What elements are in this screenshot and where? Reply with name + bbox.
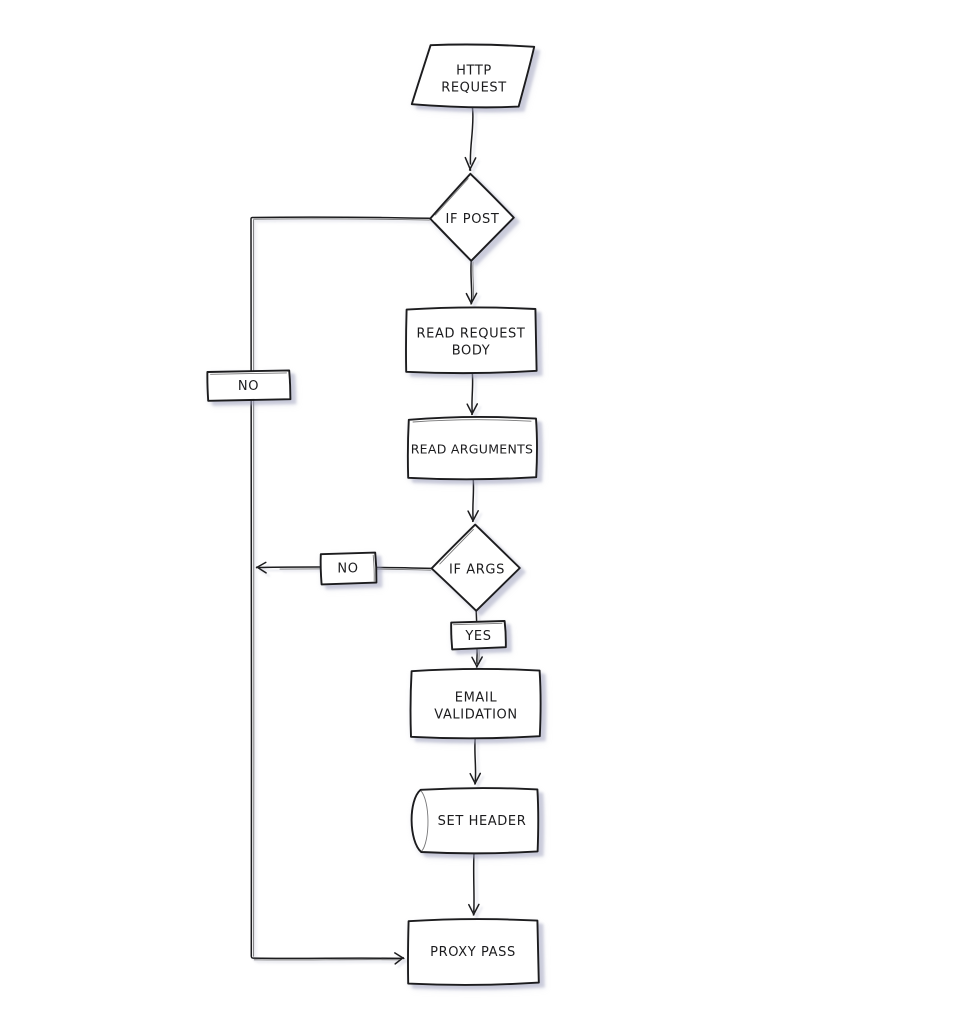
no-if-post-box-echo [210, 372, 287, 375]
connector-if-args-yes-to-email-validation [471, 610, 483, 668]
yes-box [450, 620, 507, 651]
connector-echo [472, 261, 475, 301]
http-request-label-line2: REQUEST [441, 81, 507, 96]
arrowhead-down-icon [471, 656, 483, 668]
read-arguments-shape [406, 416, 538, 481]
node-read-arguments: READ ARGUMENTS [406, 416, 538, 481]
no-if-post-label: NO [238, 379, 259, 394]
no-if-args-label: NO [337, 562, 358, 577]
read-request-body-label-line2: BODY [452, 344, 491, 359]
edge-label-no-if-args: NO [319, 551, 378, 586]
read-arguments-shape-echo [412, 419, 532, 423]
node-email-validation: EMAIL VALIDATION [409, 668, 542, 740]
connector-set-header-to-proxy-pass [468, 852, 480, 916]
node-read-request-body: READ REQUEST BODY [405, 306, 538, 375]
arrowhead-down-icon [466, 403, 479, 416]
http-request-shape [410, 43, 536, 109]
if-args-shape-echo [439, 528, 474, 565]
set-header-shape [410, 787, 540, 855]
if-post-label: IF POST [446, 212, 500, 227]
node-proxy-pass: PROXY PASS [407, 918, 540, 986]
if-post-shape-echo [434, 178, 469, 258]
connector-http-request-to-if-post [464, 107, 477, 171]
node-if-args: IF ARGS [430, 523, 521, 612]
http-request-label-line1: HTTP [456, 64, 492, 79]
edge-label-yes-if-args: YES [450, 620, 507, 651]
set-header-label: SET HEADER [438, 814, 527, 829]
node-set-header: SET HEADER [410, 787, 540, 855]
connector-path [474, 736, 477, 782]
edge-label-no-if-post: NO [206, 369, 292, 402]
yes-box-echo [453, 622, 503, 626]
proxy-pass-label: PROXY PASS [430, 945, 516, 960]
arrowhead-down-icon [468, 903, 480, 916]
email-validation-label-line2: VALIDATION [434, 708, 517, 723]
read-arguments-label: READ ARGUMENTS [411, 442, 534, 457]
nodes-layer: HTTP REQUEST IF POST NO READ REQUEST BOD… [206, 43, 542, 986]
no-if-args-box-echo [372, 554, 375, 582]
arrowhead-down-icon [465, 292, 478, 305]
set-header-cap-echo [420, 789, 429, 853]
connector-read-request-body-to-read-arguments [466, 371, 479, 416]
ink-root: HTTP REQUEST IF POST NO READ REQUEST BOD… [206, 43, 542, 986]
node-if-post: IF POST [429, 172, 515, 262]
connector-path [472, 477, 475, 519]
arrowhead-down-icon [467, 510, 479, 523]
email-validation-label-line1: EMAIL [455, 691, 498, 706]
connector-if-post-no-to-proxy-pass [250, 216, 431, 965]
arrowhead-down-icon [464, 156, 477, 171]
proxy-pass-shape [407, 918, 540, 986]
arrowhead-right-icon [394, 952, 405, 965]
read-request-body-shape [405, 306, 538, 375]
no-if-args-box [319, 551, 378, 586]
arrowhead-left-icon [255, 561, 267, 574]
arrowhead-down-icon [469, 772, 482, 785]
connector-if-post-to-read-request-body [465, 260, 478, 305]
node-http-request: HTTP REQUEST [410, 43, 536, 109]
connector-path [471, 371, 474, 412]
email-validation-shape [409, 668, 542, 740]
yes-label: YES [464, 629, 491, 644]
if-args-label: IF ARGS [449, 563, 505, 578]
connector-path [250, 216, 431, 960]
read-request-body-label-line1: READ REQUEST [417, 327, 526, 342]
connector-path [470, 260, 473, 302]
no-if-post-box [206, 369, 292, 402]
if-args-shape [430, 523, 521, 612]
connector-read-arguments-to-if-args [467, 477, 479, 523]
connector-path [469, 107, 474, 165]
connector-echo [253, 218, 430, 221]
connectors-layer [250, 107, 483, 965]
connector-email-validation-to-set-header [469, 736, 482, 785]
